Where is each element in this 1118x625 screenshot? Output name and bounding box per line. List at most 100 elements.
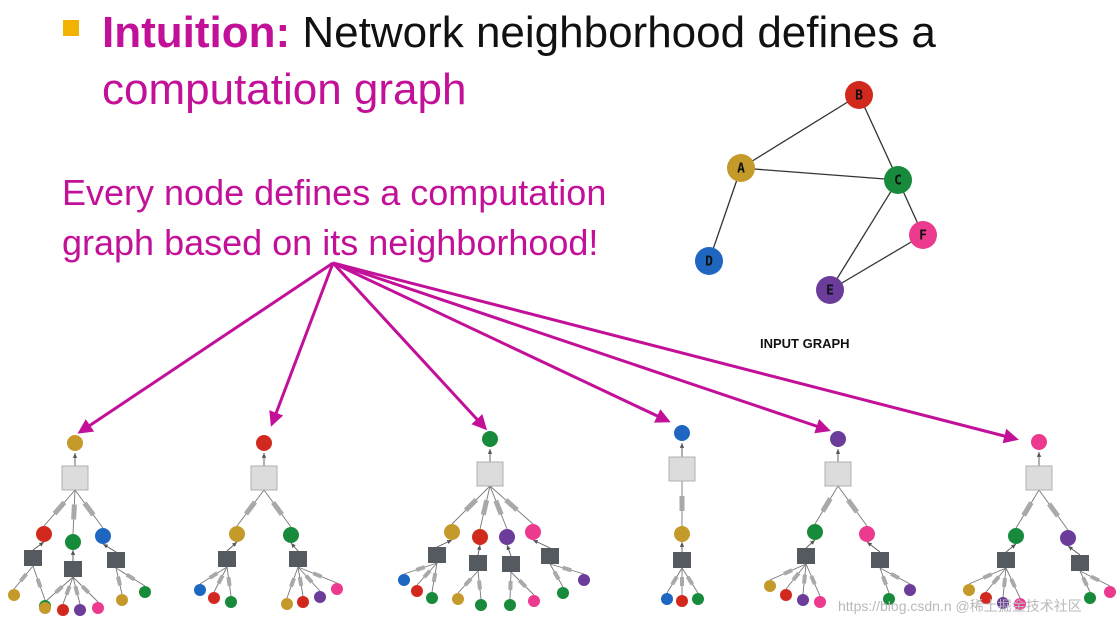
edge-marker xyxy=(783,568,793,576)
tree-node-A xyxy=(67,435,83,451)
tree-node-B xyxy=(980,592,992,604)
aggregator-box-inner xyxy=(218,551,236,567)
title-bold: Intuition: xyxy=(102,8,291,57)
tree-node-D xyxy=(194,584,206,596)
tree-node-C xyxy=(1008,528,1024,544)
tree-node-C xyxy=(883,593,895,605)
input-node-A xyxy=(727,154,755,182)
tree-node-A xyxy=(39,602,51,614)
edge-marker xyxy=(791,571,801,582)
aggregator-box-inner xyxy=(24,550,42,566)
tree-node-A xyxy=(444,524,460,540)
tree-node-F xyxy=(1031,434,1047,450)
tree-kid-edge xyxy=(532,539,551,549)
computation-trees xyxy=(8,425,1116,616)
tree-kid-edge xyxy=(102,543,117,553)
edge-marker xyxy=(508,580,513,591)
edge-marker xyxy=(846,498,859,514)
edge-marker xyxy=(685,575,695,586)
tree-node-B xyxy=(57,604,69,616)
input-edge-E-F xyxy=(829,234,924,291)
bullet-square-icon xyxy=(63,20,79,36)
tree-node-C xyxy=(65,534,81,550)
tree-node-B xyxy=(472,529,488,545)
aggregator-box xyxy=(824,461,852,487)
edge-marker xyxy=(562,565,572,573)
aggregator-box xyxy=(476,461,504,487)
aggregator-box-inner xyxy=(797,548,815,564)
tree-node-A xyxy=(674,526,690,542)
edge-marker xyxy=(297,576,304,587)
edge-marker xyxy=(991,575,1001,585)
aggregator-box-inner xyxy=(871,552,889,568)
tree-node-E xyxy=(74,604,86,616)
aggregator-box-inner xyxy=(1071,555,1089,571)
edge-marker xyxy=(463,577,473,587)
tree-node-F xyxy=(331,583,343,595)
tree-node-C xyxy=(482,431,498,447)
tree-kid-edge xyxy=(226,541,238,552)
edge-marker xyxy=(422,569,432,579)
arrow-to-tree-2 xyxy=(269,262,335,427)
subtitle: Every node defines a computation graph b… xyxy=(62,168,606,268)
tree-node-C xyxy=(807,524,823,540)
aggregator-box xyxy=(61,465,89,491)
tree-node-E xyxy=(578,574,590,586)
tree-node-D xyxy=(95,528,111,544)
edge-marker xyxy=(125,572,136,582)
subtitle-line2: graph based on its neighborhood! xyxy=(62,222,599,263)
arrow-to-tree-3 xyxy=(331,261,488,431)
tree-node-C xyxy=(504,599,516,611)
tree-node-B xyxy=(676,595,688,607)
aggregator-box-inner xyxy=(428,547,446,563)
edge-marker xyxy=(312,571,323,579)
tree-kid-edge xyxy=(866,541,881,553)
input-node-F xyxy=(909,221,937,249)
edge-marker xyxy=(1002,577,1007,588)
tree-node-A xyxy=(963,584,975,596)
tree-node-C xyxy=(225,596,237,608)
aggregator-box-inner xyxy=(673,552,691,568)
input-node-label-E: E xyxy=(826,284,834,299)
edge-marker xyxy=(216,574,225,585)
tree-node-C xyxy=(139,586,151,598)
input-edge-A-B xyxy=(740,94,860,169)
tree-node-F xyxy=(528,595,540,607)
arrow-to-tree-4 xyxy=(332,261,671,423)
input-node-label-B: B xyxy=(855,89,863,104)
tree-node-E xyxy=(797,594,809,606)
edge-marker xyxy=(1009,578,1017,588)
tree-node-B xyxy=(780,589,792,601)
tree-node-E xyxy=(314,591,326,603)
tree-node-A xyxy=(281,598,293,610)
tree-node-A xyxy=(452,593,464,605)
tree-kid-edge xyxy=(1005,543,1017,553)
aggregator-box-inner xyxy=(64,561,82,577)
title-rest: Network neighborhood defines a xyxy=(290,8,936,57)
tree-kid-edge xyxy=(1067,545,1081,556)
tree-node-C xyxy=(692,593,704,605)
edge-marker xyxy=(493,499,504,516)
aggregator-box-inner xyxy=(502,556,520,572)
edge-marker xyxy=(64,585,72,596)
aggregator-box-inner xyxy=(541,548,559,564)
tree-node-E xyxy=(830,431,846,447)
tree-node-F xyxy=(92,602,104,614)
arrow-to-tree-5 xyxy=(332,261,831,434)
edge-marker xyxy=(415,565,426,572)
input-edge-C-E xyxy=(829,179,899,291)
slide-title-line2: computation graph xyxy=(102,65,467,114)
input-graph-caption: INPUT GRAPH xyxy=(760,336,850,351)
edge-marker xyxy=(1081,576,1089,587)
tree-node-F xyxy=(859,526,875,542)
edge-marker xyxy=(679,496,685,511)
aggregator-box xyxy=(1025,465,1053,491)
aggregator-box-inner xyxy=(289,551,307,567)
edge-marker xyxy=(431,572,438,583)
edge-marker xyxy=(463,497,479,513)
tree-node-C xyxy=(283,527,299,543)
tree-node-B xyxy=(297,596,309,608)
input-edge-A-C xyxy=(740,167,899,181)
edge-marker xyxy=(73,585,80,596)
tree-kid-edge xyxy=(32,541,45,551)
